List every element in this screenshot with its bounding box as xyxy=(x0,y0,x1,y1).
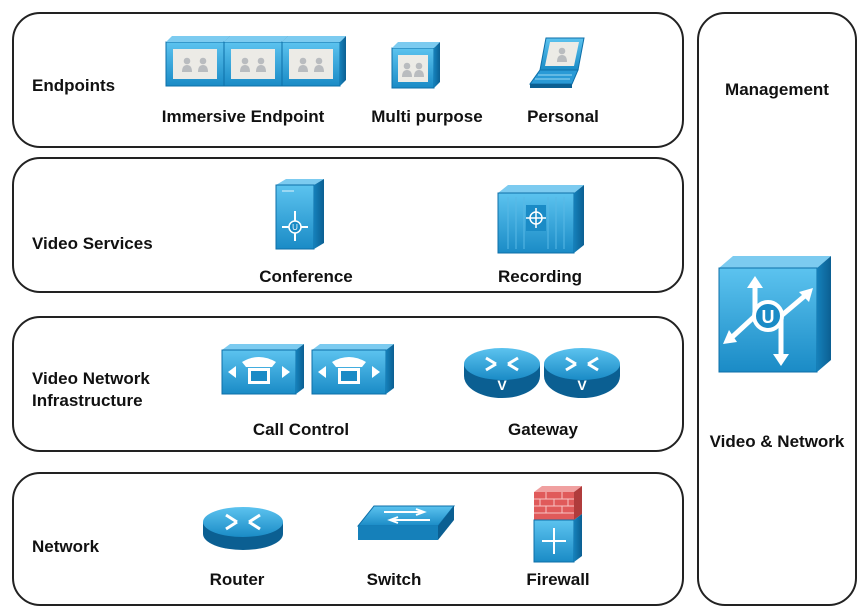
immersive-endpoint-label: Immersive Endpoint xyxy=(161,107,325,126)
router-icon xyxy=(203,507,283,550)
svg-text:V: V xyxy=(577,377,587,393)
management-caption: Video & Network xyxy=(709,432,845,451)
video-network-infrastructure-layer: Video Network Infrastructure Call Contro… xyxy=(12,316,684,452)
laptop-icon xyxy=(529,37,585,88)
recording-server-icon xyxy=(497,185,584,254)
endpoints-layer: Endpoints Immersive Endpoint xyxy=(12,12,684,148)
conference-label: Conference xyxy=(259,267,353,286)
recording-label: Recording xyxy=(497,267,583,286)
video-services-layer: Video Services U Conference Recording xyxy=(12,157,684,293)
switch-icon xyxy=(356,505,456,540)
layer-title: Endpoints xyxy=(32,76,116,95)
call-control-icon xyxy=(221,344,394,395)
management-title: Management xyxy=(725,80,829,99)
router-label: Router xyxy=(209,570,265,589)
layer-title-line1: Video Network xyxy=(32,369,150,388)
conference-server-icon: U xyxy=(275,179,324,250)
network-layer: Network Router Switch Firewall xyxy=(12,472,684,606)
svg-text:U: U xyxy=(762,307,775,327)
layer-title: Network xyxy=(32,537,100,556)
video-gateway-icon: V V xyxy=(464,348,620,398)
switch-label: Switch xyxy=(366,570,422,589)
immersive-endpoint-icon xyxy=(165,36,346,87)
multipurpose-endpoint-icon xyxy=(391,42,440,89)
svg-text:V: V xyxy=(497,377,507,393)
personal-endpoint-label: Personal xyxy=(527,107,599,126)
firewall-icon xyxy=(533,486,582,563)
layer-title: Video Network Infrastructure xyxy=(32,368,150,412)
management-panel: Management U Video & Network xyxy=(697,12,857,606)
unified-manager-icon: U xyxy=(718,256,831,373)
svg-text:U: U xyxy=(292,223,298,232)
gateway-label: Gateway xyxy=(508,420,578,439)
layer-title-line2: Infrastructure xyxy=(32,391,143,410)
layer-title: Video Services xyxy=(32,234,153,253)
call-control-label: Call Control xyxy=(252,420,350,439)
firewall-label: Firewall xyxy=(526,570,590,589)
multipurpose-endpoint-label: Multi purpose xyxy=(371,107,483,126)
